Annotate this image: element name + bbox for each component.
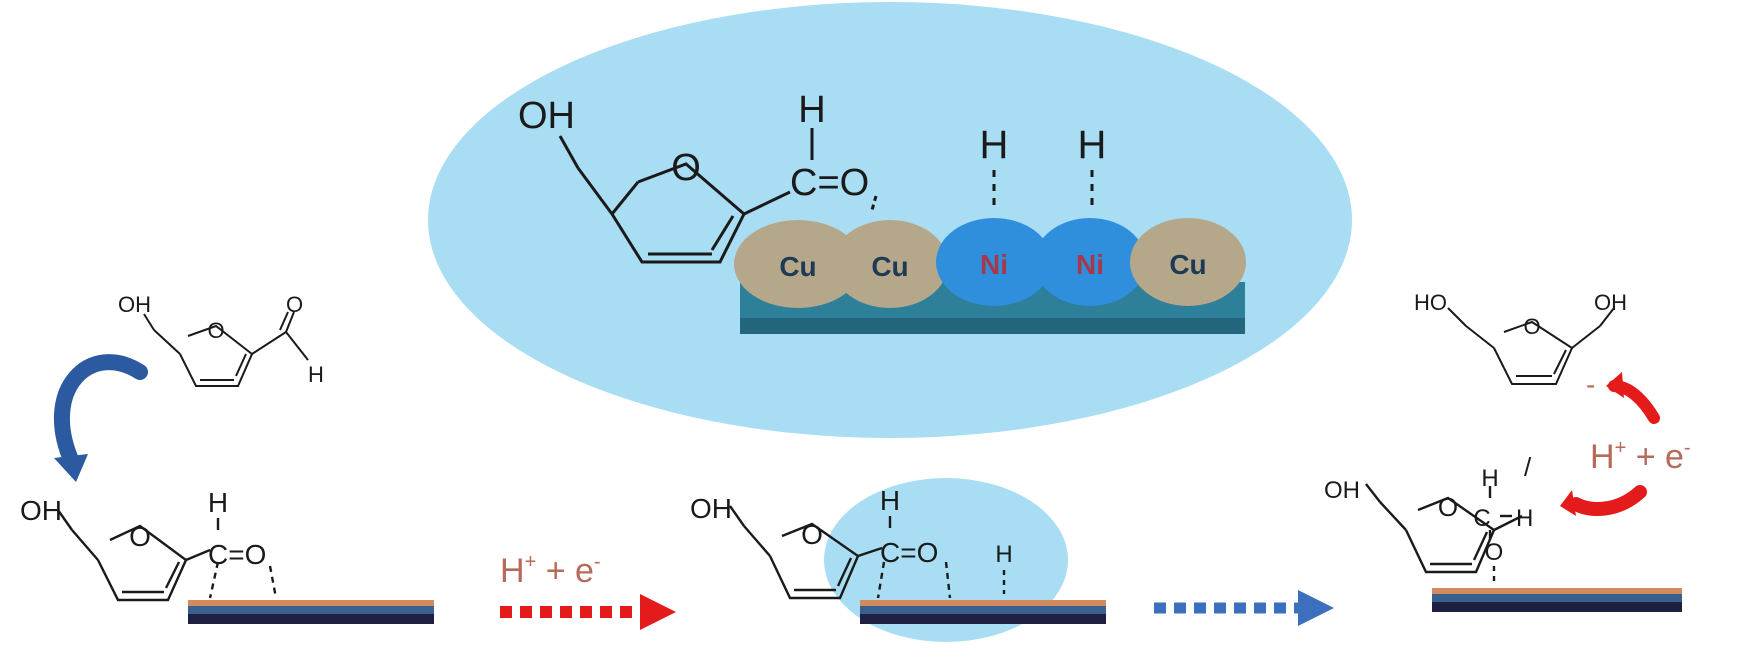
minus-mark: -: [1586, 369, 1595, 400]
ring-oxygen-label: O: [801, 519, 823, 550]
catalyst-support-shade: [740, 318, 1245, 334]
surface-step-3: [1432, 588, 1682, 612]
atom-label: OH: [20, 495, 62, 526]
bhmf-molecule: [1447, 307, 1615, 385]
atom-label: H: [208, 487, 228, 518]
atom-label: H: [880, 485, 900, 516]
ring-oxygen-label: O: [671, 147, 701, 189]
carbonyl-label: C=O: [790, 162, 869, 204]
atom-label: OH: [518, 95, 575, 137]
red-curved-arrowhead-lower: [1560, 490, 1576, 516]
adsorption-arrowhead: [54, 454, 88, 482]
hmf-molecule-adsorbed: [57, 509, 278, 602]
carbonyl-label: C=O: [208, 539, 266, 570]
atom-label: O: [1485, 539, 1504, 566]
adsorption-curved-arrow: [53, 354, 148, 470]
carbonyl-label: C=O: [880, 537, 938, 568]
atom-label: OH: [690, 493, 732, 524]
red-curved-arrow-lower: [1569, 485, 1647, 516]
blue-dotted-arrowhead: [1298, 590, 1334, 626]
metal-label: Cu: [871, 251, 908, 282]
red-curved-arrowhead-upper: [1606, 372, 1624, 398]
atom-label: OH: [118, 292, 151, 317]
atom-label: HO: [1414, 290, 1447, 315]
metal-label: Cu: [1169, 249, 1206, 280]
hydride-label: H: [1078, 123, 1107, 167]
metal-label: Ni: [980, 249, 1008, 280]
hmf-molecule-free: [143, 311, 309, 387]
atom-label: H: [1516, 505, 1533, 532]
ring-oxygen-label: O: [207, 318, 224, 343]
metal-label: Cu: [779, 251, 816, 282]
hmf-molecule-intermediate: [729, 505, 1006, 600]
metal-atom-cu-2: Cu: [832, 220, 948, 308]
atom-label: H: [308, 362, 324, 387]
slash-mark: /: [1524, 452, 1532, 482]
metal-label: Ni: [1076, 249, 1104, 280]
metal-atom-cu-1: Cu: [734, 220, 862, 308]
reagent-label-1: H+ + e-: [500, 551, 601, 590]
hydride-label: H: [980, 123, 1009, 167]
hmf-molecule-large: [558, 128, 1094, 264]
surface-step-2: [860, 600, 1106, 624]
red-dotted-arrowhead: [640, 594, 676, 630]
reagent-label-2: H+ + e-: [1590, 437, 1691, 476]
atom-label: O: [286, 292, 303, 317]
metal-atom-ni-2: Ni: [1034, 218, 1146, 306]
atom-label: H: [798, 89, 825, 131]
hmf-molecule-product-adsorbed: [1365, 483, 1523, 584]
surface-step-1: [188, 600, 434, 624]
atom-label: OH: [1594, 290, 1627, 315]
hydride-label: H: [995, 541, 1012, 568]
ring-oxygen-label: O: [129, 521, 151, 552]
metal-atom-cu-3: Cu: [1130, 218, 1246, 306]
atom-label: H: [1481, 465, 1498, 492]
ring-oxygen-label: O: [1438, 492, 1458, 522]
metal-atom-ni-1: Ni: [936, 218, 1052, 306]
ring-oxygen-label: O: [1523, 314, 1540, 339]
atom-label: C: [1473, 505, 1490, 532]
atom-label: OH: [1324, 477, 1360, 504]
